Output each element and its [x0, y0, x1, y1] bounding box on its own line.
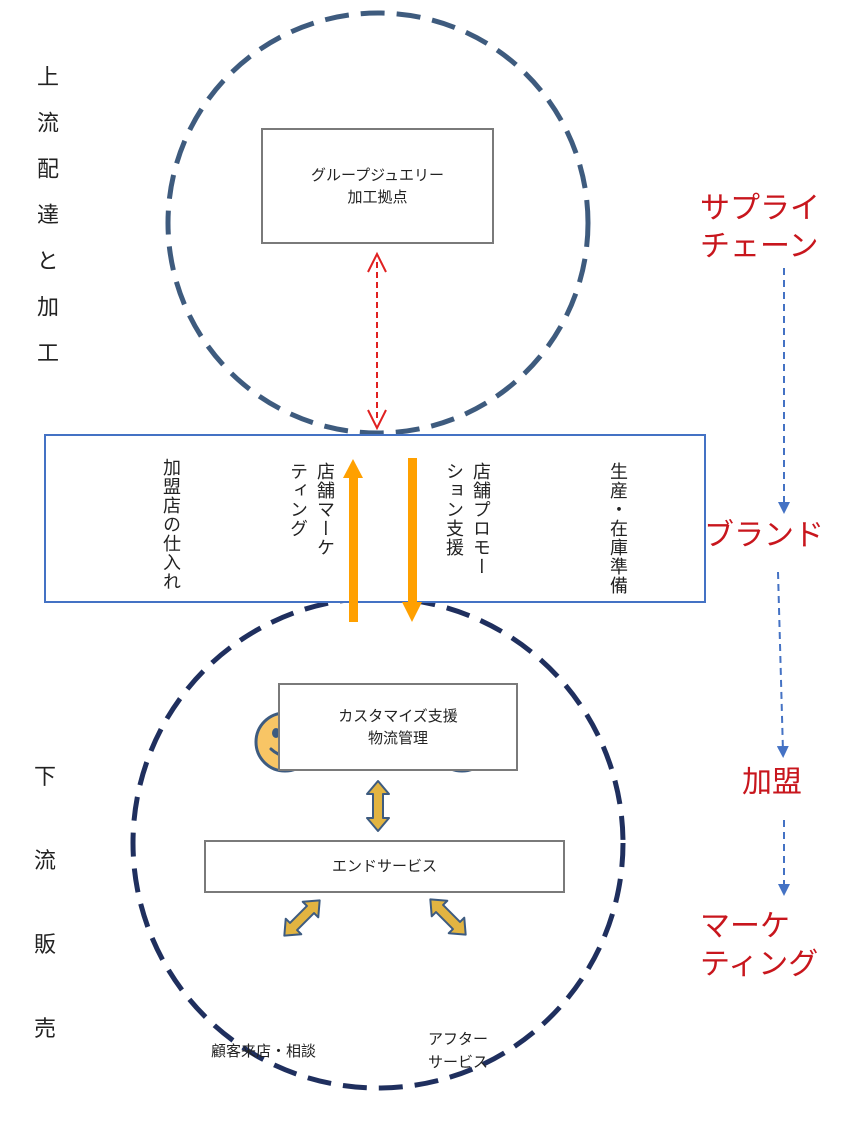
gold-double-arrow-right: [429, 898, 467, 936]
orange-arrow-down: [402, 458, 422, 622]
promotion-line-2: ション支援: [443, 462, 464, 557]
customer-visit-label: 顧客来店・相談: [211, 1042, 317, 1060]
downstream-char-3: 販: [34, 933, 57, 958]
customize-logistics-box: カスタマイズ支援 物流管理: [278, 683, 518, 771]
red-double-arrow: [367, 251, 387, 431]
gold-double-arrow-vertical: [366, 780, 390, 832]
end-service-label: エンドサービス: [331, 857, 437, 876]
after-service-line-1: アフター: [428, 1030, 489, 1048]
marketing-flow-line-1: マーケ: [700, 909, 790, 944]
marketing-line-1: 店舗マーケ: [314, 462, 335, 557]
processing-box-line-2: 加工拠点: [347, 188, 408, 206]
upstream-side-label: 上流配達と加工: [33, 65, 58, 387]
band-production-text: 生産・在庫準備: [607, 462, 628, 595]
upstream-circle: [165, 10, 591, 436]
flow-label-franchise: 加盟: [742, 765, 802, 800]
band-franchise-purchase-text: 加盟店の仕入れ: [160, 458, 181, 591]
downstream-char-1: 下: [34, 765, 57, 790]
supply-chain-line-2: チェーン: [700, 228, 819, 264]
support-box-line-1: カスタマイズ支援: [338, 706, 458, 725]
flow-arrow-brand-to-franchise: [776, 571, 789, 758]
band-marketing-text: 店舗マーケ ティング: [284, 462, 338, 557]
marketing-line-2: ティング: [287, 462, 308, 538]
flow-label-supply-chain: サプライ チェーン: [700, 190, 820, 265]
end-service-box: エンドサービス: [204, 840, 565, 893]
after-service-line-2: サービス: [428, 1053, 489, 1072]
marketing-flow-line-2: ティング: [700, 946, 819, 982]
downstream-char-4: 売: [34, 1017, 57, 1042]
supply-chain-line-1: サプライ: [700, 191, 820, 226]
after-service-label: アフター サービス: [428, 1028, 488, 1075]
orange-arrow-up: [343, 459, 363, 622]
gold-double-arrow-left: [283, 899, 321, 937]
band-promotion-text: 店舗プロモー ション支援: [440, 462, 494, 576]
downstream-char-2: 流: [34, 849, 57, 874]
promotion-line-1: 店舗プロモー: [470, 462, 491, 576]
support-box-line-2: 物流管理: [367, 729, 428, 747]
processing-box-line-1: グループジュエリー: [310, 165, 445, 184]
processing-hub-box: グループジュエリー 加工拠点: [261, 128, 494, 244]
flow-label-marketing: マーケ ティング: [700, 908, 818, 983]
middle-band: [44, 434, 706, 603]
flow-label-brand: ブランド: [704, 518, 824, 553]
